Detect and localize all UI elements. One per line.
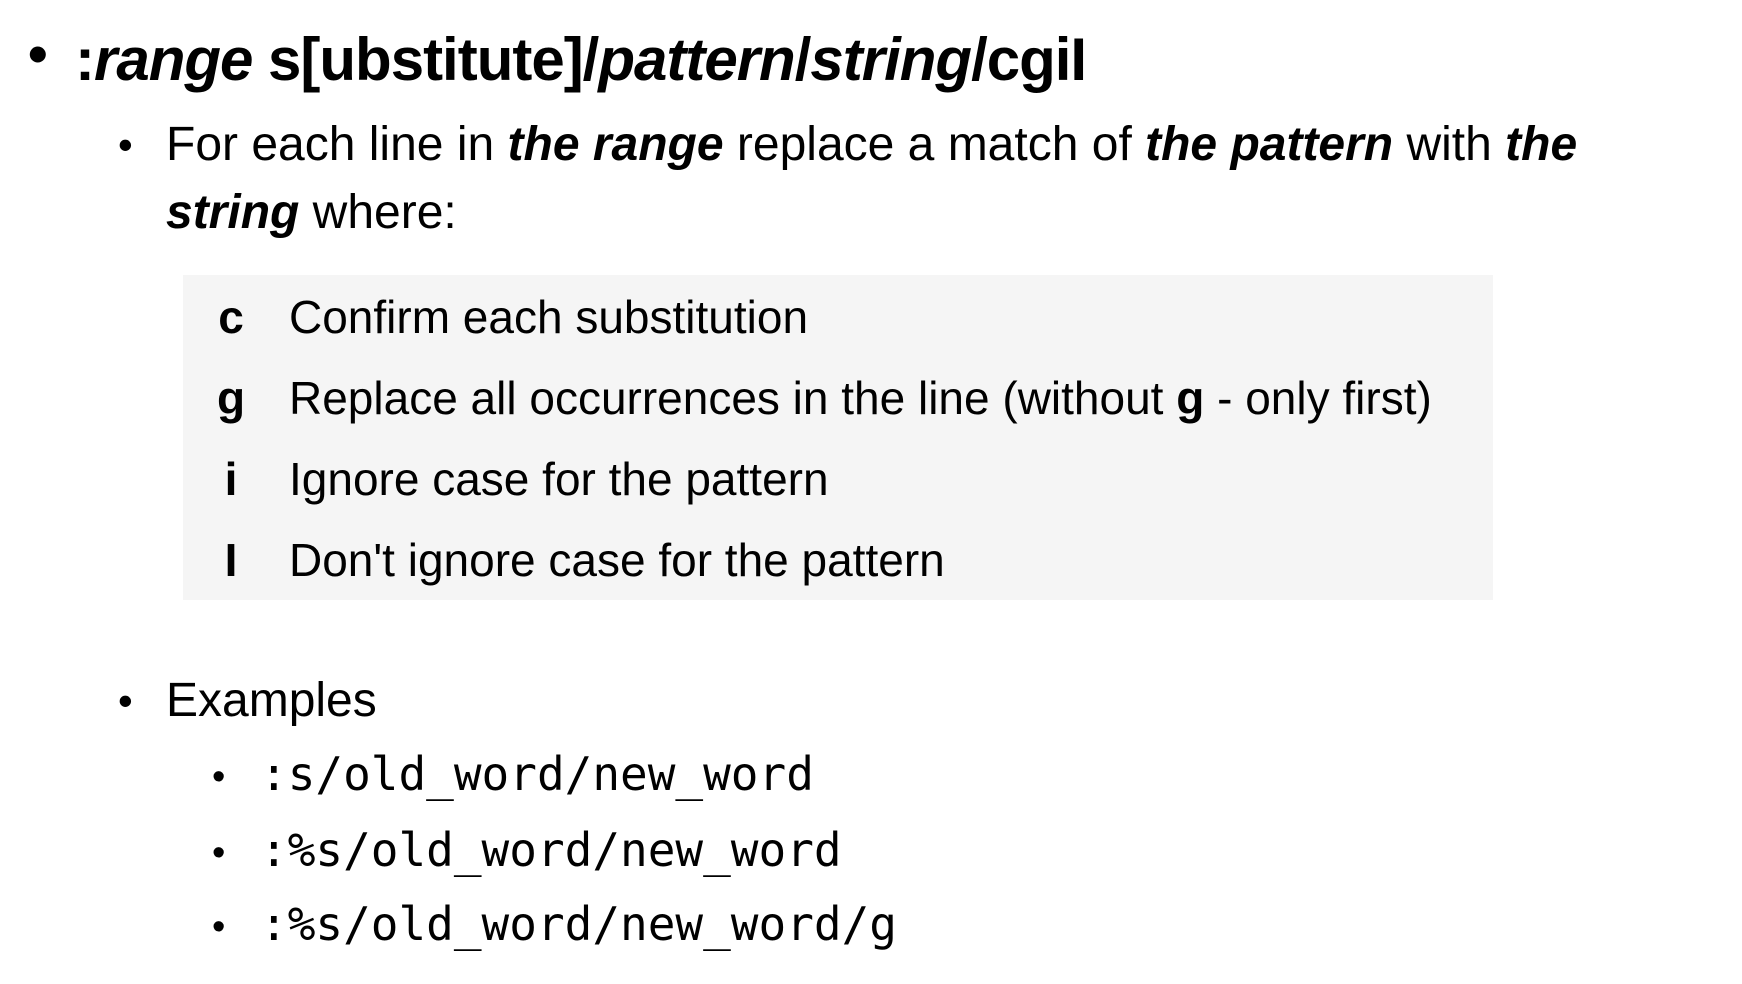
flag-description: Don't ignore case for the pattern xyxy=(289,534,945,586)
bullet-icon: • xyxy=(118,677,133,724)
flag-description: Ignore case for the pattern xyxy=(289,453,829,505)
description-text: For each line in xyxy=(166,118,508,171)
heading-string: string xyxy=(810,26,972,93)
flag-description: Confirm each substitution xyxy=(289,291,809,343)
description-string: string xyxy=(166,186,300,239)
heading-colon: : xyxy=(75,26,95,93)
description-text: replace a match of xyxy=(723,118,1146,171)
bullet-icon: • xyxy=(118,121,133,168)
description-pattern: the pattern xyxy=(1145,118,1394,171)
table-row: g Replace all occurrences in the line (w… xyxy=(183,358,1493,438)
description-line-1: For each line in the range replace a mat… xyxy=(166,110,1577,179)
flag-key: I xyxy=(224,534,238,586)
flag-description-text: - only first) xyxy=(1204,372,1432,424)
flags-table: c Confirm each substitution g Replace al… xyxy=(183,275,1493,600)
description-the: the xyxy=(1505,118,1578,171)
examples-label: Examples xyxy=(166,674,377,727)
example-command: :s/old_word/new_word xyxy=(260,747,814,801)
heading-command: s[ubstitute]/ xyxy=(252,26,599,93)
table-row: c Confirm each substitution xyxy=(183,277,1493,357)
flag-key: i xyxy=(224,453,238,505)
example-command: :%s/old_word/new_word xyxy=(260,823,842,877)
table-row: I Don't ignore case for the pattern xyxy=(183,520,1493,600)
heading-pattern: pattern xyxy=(598,26,795,93)
description-text: where: xyxy=(299,186,457,239)
bullet-icon: • xyxy=(212,756,226,798)
example-command: :%s/old_word/new_word/g xyxy=(260,897,897,951)
heading-slash: / xyxy=(794,26,812,93)
flag-description: Replace all occurrences in the line (wit… xyxy=(289,358,1432,438)
flag-description-bold: g xyxy=(1176,372,1205,424)
command-syntax-heading: :range s[ubstitute]/pattern/string/cgiI xyxy=(75,24,1087,96)
bullet-icon: • xyxy=(212,906,226,948)
bullet-icon: • xyxy=(28,22,48,85)
flag-key: g xyxy=(216,372,246,424)
heading-flags: /cgiI xyxy=(971,26,1087,93)
description-range: the range xyxy=(507,118,724,171)
flag-description-text: Replace all occurrences in the line (wit… xyxy=(289,372,1177,424)
heading-range: range xyxy=(93,26,253,93)
description-line-2: string where: xyxy=(166,178,457,247)
description-text: with xyxy=(1393,118,1506,171)
table-row: i Ignore case for the pattern xyxy=(183,439,1493,519)
bullet-icon: • xyxy=(212,832,226,874)
flag-key: c xyxy=(218,291,244,343)
